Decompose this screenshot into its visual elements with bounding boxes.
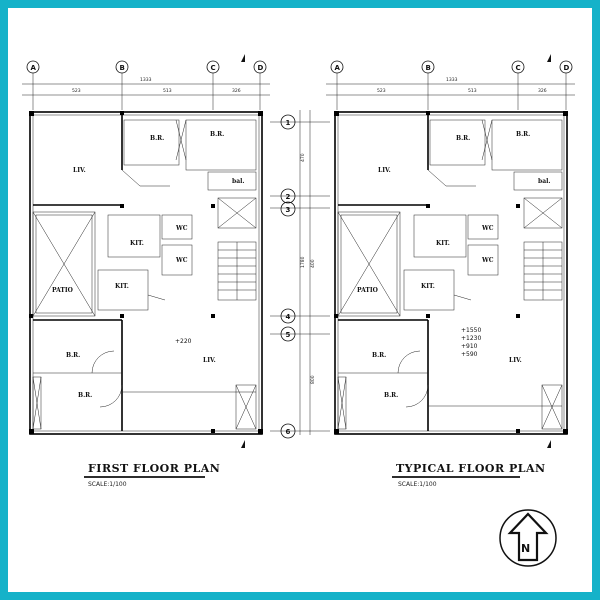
grid-row-1: 1 <box>286 119 291 127</box>
left-plan-scale: SCALE:1/100 <box>88 481 127 488</box>
dim-ab-right: 523 <box>377 88 386 94</box>
left-plan-title: FIRST FLOOR PLAN <box>88 462 220 475</box>
grid-col-d: D <box>258 64 264 72</box>
left-room-br-top: B.R. <box>150 135 164 142</box>
row-grid-axis: 1 2 3 4 5 6 470 1780 400 800 <box>270 110 330 439</box>
right-room-br-top: B.R. <box>456 135 470 142</box>
right-elevation-2: +1230 <box>461 335 481 342</box>
left-room-liv-top: LIV. <box>73 167 86 174</box>
right-section-marker-top <box>547 54 551 62</box>
left-section-marker-top <box>241 54 245 62</box>
right-floor-plan: LIV. B.R. B.R. bal. KIT. WC WC PATIO KIT… <box>334 54 568 448</box>
left-title-block: FIRST FLOOR PLAN SCALE:1/100 <box>84 462 220 488</box>
right-section-marker-bottom <box>547 440 551 448</box>
grid-col-d-right: D <box>564 64 570 72</box>
right-elevation-3: +910 <box>461 343 478 350</box>
grid-col-a: A <box>31 64 37 72</box>
dim-bc-left: 513 <box>163 88 172 94</box>
right-plan-title: TYPICAL FLOOR PLAN <box>396 462 546 475</box>
left-room-br-top2: B.R. <box>210 131 224 138</box>
right-plan-scale: SCALE:1/100 <box>398 481 437 488</box>
dim-row-12: 470 <box>300 153 306 162</box>
left-room-kit1: KIT. <box>130 240 144 247</box>
right-room-liv-top: LIV. <box>378 167 391 174</box>
right-room-patio: PATIO <box>357 287 378 294</box>
right-title-block: TYPICAL FLOOR PLAN SCALE:1/100 <box>392 462 546 488</box>
left-section-marker-bottom <box>241 440 245 448</box>
left-room-bal: bal. <box>232 178 244 185</box>
grid-row-6: 6 <box>286 428 291 436</box>
dim-total-left: 1333 <box>140 77 152 83</box>
grid-row-4: 4 <box>286 313 291 321</box>
right-room-br-bottom2: B.R. <box>384 392 398 399</box>
grid-row-5: 5 <box>286 331 291 339</box>
left-room-patio: PATIO <box>52 287 73 294</box>
left-grid-header: A B C D 1333 523 513 326 <box>22 60 270 110</box>
grid-col-b-right: B <box>426 64 431 72</box>
left-room-liv-bottom: LIV. <box>203 357 216 364</box>
grid-col-b: B <box>120 64 125 72</box>
left-room-kit2: KIT. <box>115 283 129 290</box>
north-arrow: N <box>499 509 557 567</box>
left-elevation: +220 <box>175 338 192 345</box>
right-grid-header: A B C D 1333 523 513 326 <box>326 60 575 110</box>
dim-cd-right: 326 <box>538 88 547 94</box>
right-room-br-top2: B.R. <box>516 131 530 138</box>
left-floor-plan: LIV. B.R. B.R. bal. KIT. WC WC PATIO KIT… <box>29 54 263 448</box>
grid-row-3: 3 <box>286 206 291 214</box>
grid-col-c-right: C <box>516 64 521 72</box>
dim-cd-left: 326 <box>232 88 241 94</box>
right-room-kit1: KIT. <box>436 240 450 247</box>
right-room-kit2: KIT. <box>421 283 435 290</box>
right-elevation-4: +590 <box>461 351 478 358</box>
right-room-br-bottom1: B.R. <box>372 352 386 359</box>
dim-row-34: 400 <box>310 259 316 268</box>
grid-col-a-right: A <box>335 64 341 72</box>
right-room-wc1: WC <box>481 225 494 232</box>
grid-col-c: C <box>211 64 216 72</box>
left-room-br-bottom1: B.R. <box>66 352 80 359</box>
dim-total-right: 1333 <box>446 77 458 83</box>
north-label: N <box>521 542 530 555</box>
dim-row-total: 1780 <box>300 256 306 268</box>
dim-ab-left: 523 <box>72 88 81 94</box>
grid-row-2: 2 <box>286 193 291 201</box>
right-room-liv-bottom: LIV. <box>509 357 522 364</box>
right-elevation-1: +1550 <box>461 327 481 334</box>
right-room-wc2: WC <box>481 257 494 264</box>
right-room-bal: bal. <box>538 178 550 185</box>
dim-row-56: 800 <box>310 375 316 384</box>
left-room-br-bottom2: B.R. <box>78 392 92 399</box>
left-room-wc1: WC <box>175 225 188 232</box>
left-room-wc2: WC <box>175 257 188 264</box>
dim-bc-right: 513 <box>468 88 477 94</box>
